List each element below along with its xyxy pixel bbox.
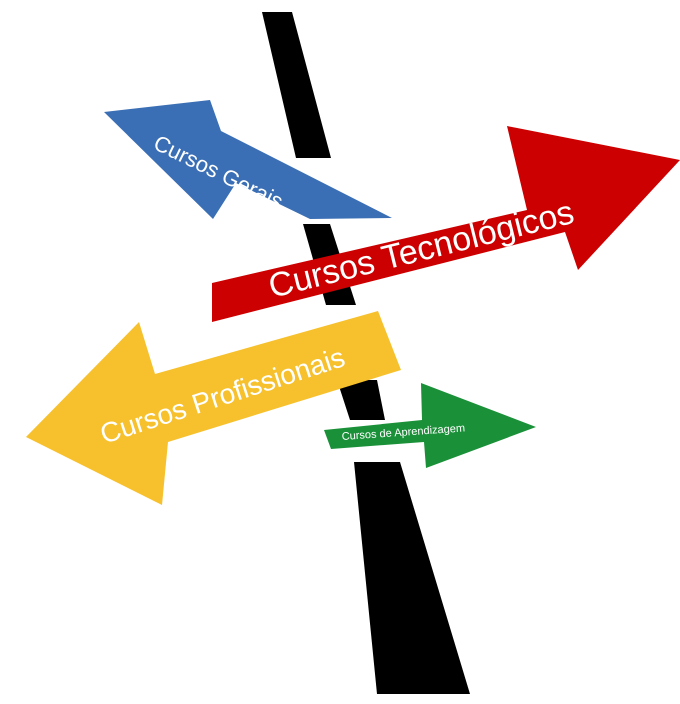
pole-lower-segment	[337, 380, 385, 420]
arrow-cursos-gerais: Cursos Gerais	[104, 100, 392, 219]
arrow-cursos-tecnologicos: Cursos Tecnológicos	[212, 126, 680, 322]
arrow-cursos-profissionais: Cursos Profissionais	[26, 311, 401, 505]
pole-top-segment	[262, 12, 331, 158]
arrow-cursos-aprendizagem: Cursos de Aprendizagem	[324, 383, 536, 468]
arrow-tecno-shape	[212, 126, 680, 322]
arrow-aprend-shape	[324, 383, 536, 468]
arrow-gerais-shape	[104, 100, 392, 219]
arrow-prof-shape	[26, 311, 401, 505]
pole-bottom-segment	[354, 462, 470, 694]
